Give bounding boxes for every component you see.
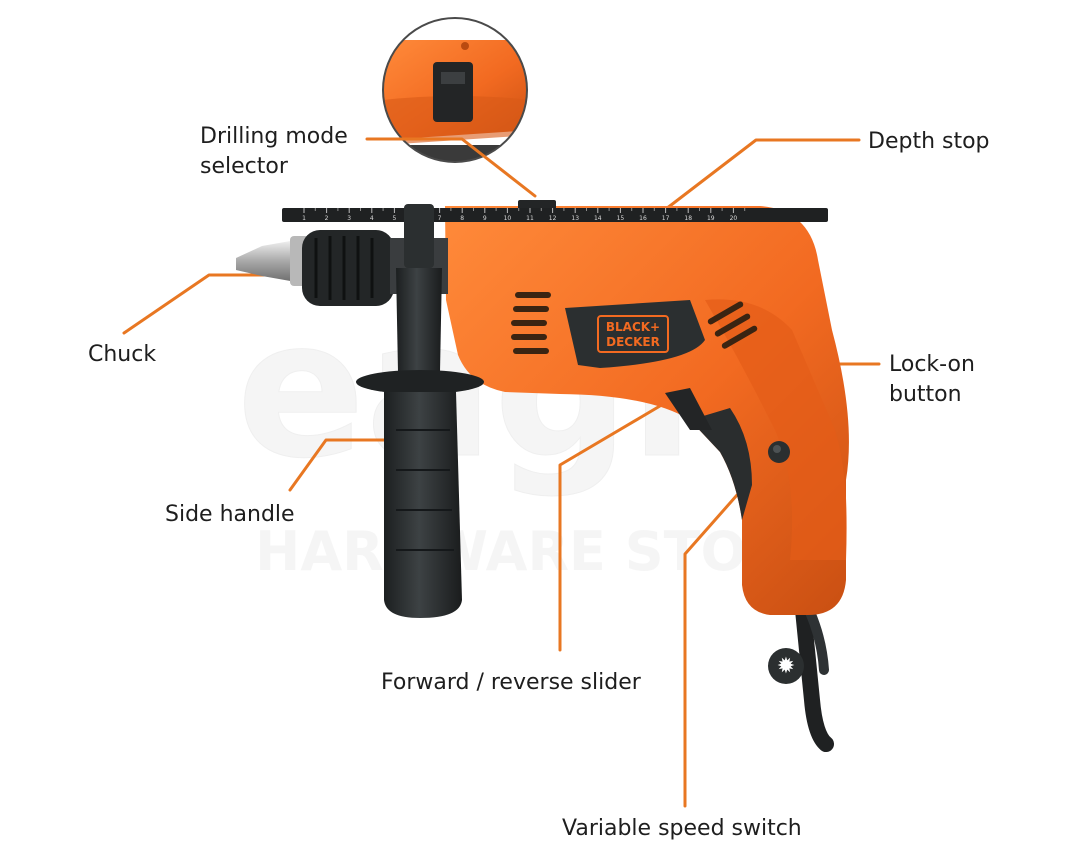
depth-scale-label: 1 — [302, 215, 306, 222]
callout-forward-reverse-line1: Forward / reverse slider — [381, 670, 641, 695]
depth-scale-label: 4 — [370, 215, 374, 222]
callout-drilling-mode-line1: Drilling mode — [200, 124, 348, 149]
watermark-store-text: HARDWARE STORE — [255, 520, 825, 583]
power-cord: ✹ — [768, 602, 834, 752]
depth-scale-label: 16 — [639, 215, 647, 222]
leader-variable-speed — [683, 484, 747, 808]
depth-scale-label: 14 — [594, 215, 602, 222]
callout-lock-on-line2: button — [889, 382, 962, 407]
callout-forward-reverse-slider: Forward / reverse slider — [381, 668, 641, 698]
depth-scale-label: 2 — [325, 215, 329, 222]
depth-stop-rod: 1234567891011121314151617181920 — [282, 208, 828, 222]
depth-scale-label: 12 — [549, 215, 557, 222]
depth-scale-label: 13 — [571, 215, 579, 222]
depth-scale-label: 15 — [617, 215, 625, 222]
depth-scale-label: 20 — [730, 215, 738, 222]
callout-drilling-mode-line2: selector — [200, 154, 288, 179]
depth-scale-label: 11 — [526, 215, 534, 222]
depth-scale-label: 3 — [347, 215, 351, 222]
callout-lock-on-line1: Lock-on — [889, 352, 975, 377]
leader-side-handle — [288, 438, 387, 492]
depth-scale-label: 19 — [707, 215, 715, 222]
callout-chuck: Chuck — [88, 340, 156, 370]
brand-logo-line1: BLACK+ — [606, 320, 660, 334]
drill-body: BLACK+ DECKER — [445, 200, 849, 615]
callout-side-handle: Side handle — [165, 500, 295, 530]
depth-scale-label: 18 — [684, 215, 692, 222]
brand-logo-line2: DECKER — [606, 335, 660, 349]
callout-depth-stop-line1: Depth stop — [868, 129, 990, 154]
depth-scale-label: 5 — [392, 215, 396, 222]
callout-lock-on-button: Lock-on button — [889, 350, 975, 410]
callout-chuck-line1: Chuck — [88, 342, 157, 367]
callout-depth-stop: Depth stop — [868, 127, 990, 157]
callout-side-handle-line1: Side handle — [165, 502, 295, 527]
callout-variable-speed-line1: Variable speed switch — [562, 816, 802, 841]
depth-scale-label: 9 — [483, 215, 487, 222]
callout-variable-speed-switch: Variable speed switch — [562, 814, 802, 844]
depth-scale-label: 7 — [438, 215, 442, 222]
side-handle — [356, 204, 484, 618]
leader-depth-stop — [660, 138, 861, 214]
depth-scale-label: 17 — [662, 215, 670, 222]
mode-selector-inset — [382, 17, 528, 163]
svg-text:✹: ✹ — [777, 654, 795, 679]
depth-scale-label: 10 — [504, 215, 512, 222]
leader-forward-reverse — [558, 401, 667, 652]
depth-scale-label: 8 — [460, 215, 464, 222]
callout-drilling-mode-selector: Drilling mode selector — [200, 122, 348, 182]
leader-drilling-mode — [365, 137, 537, 198]
